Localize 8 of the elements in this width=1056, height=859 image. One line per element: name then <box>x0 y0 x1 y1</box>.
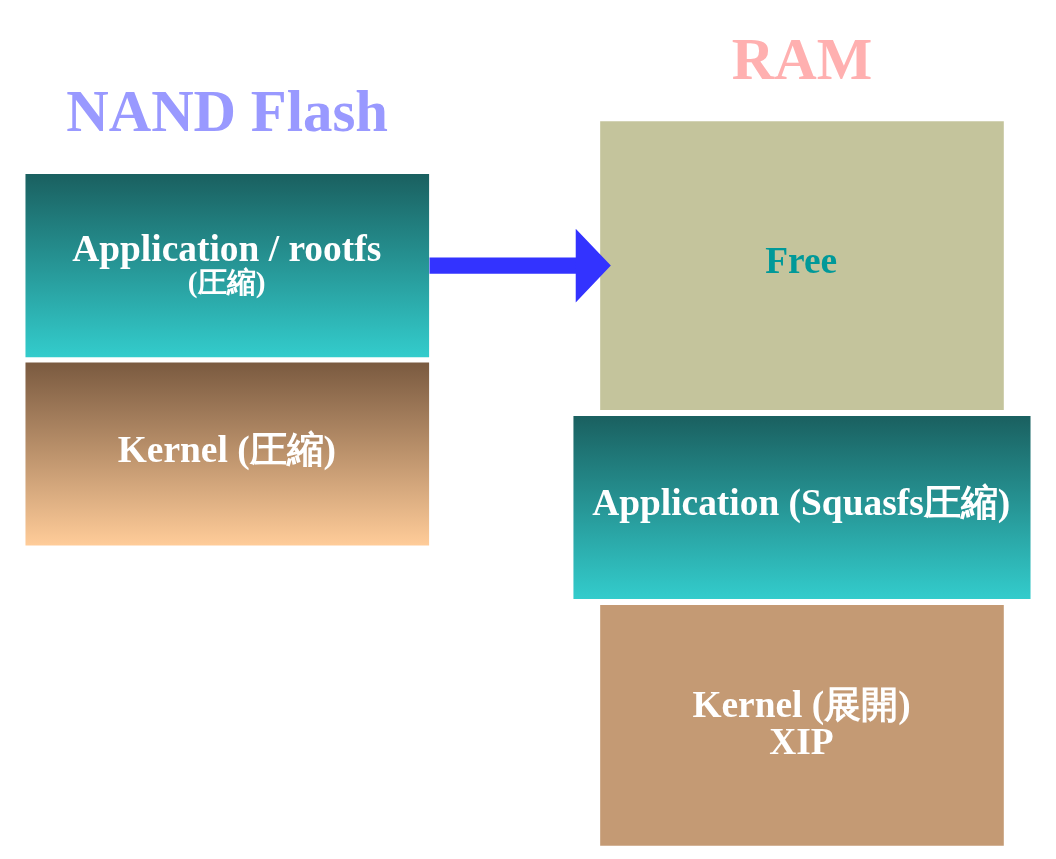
node-box: Kernel (圧縮) <box>25 362 430 546</box>
node-box: Free <box>600 120 1004 410</box>
node-box: Application (Squasfs圧縮) <box>573 415 1031 599</box>
label: NAND Flash <box>66 78 389 144</box>
label: RAM <box>731 26 873 92</box>
node-box: Application / rootfs (圧縮) <box>25 173 430 357</box>
arrow <box>429 228 611 302</box>
node-box: Kernel (展開) XIP <box>600 604 1004 846</box>
